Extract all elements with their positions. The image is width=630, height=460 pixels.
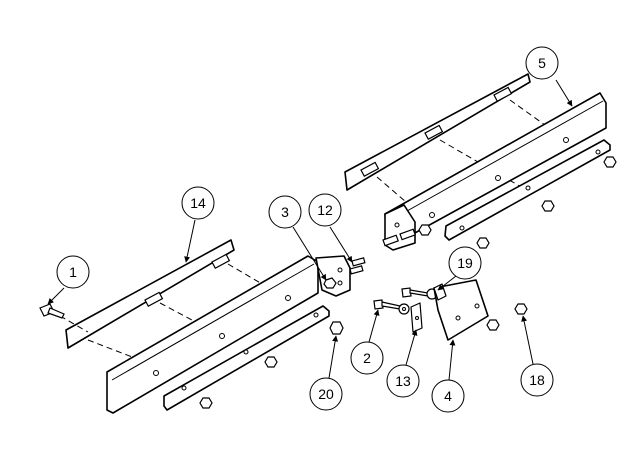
callout-20-label: 20 [318, 386, 334, 402]
callout-1-label: 1 [69, 264, 77, 280]
callout-4: 4 [431, 339, 465, 413]
callout-19-label: 19 [457, 255, 473, 271]
bolt-2 [373, 299, 401, 310]
callout-13-label: 13 [395, 373, 411, 389]
callout-12-label: 12 [317, 202, 333, 218]
center-parts [373, 279, 528, 341]
callout-12: 12 [308, 193, 353, 263]
nut-18 [514, 303, 528, 315]
callout-bubbles: 5 14 1 3 12 19 [47, 46, 573, 413]
bolt-19 [401, 287, 429, 298]
callout-5-label: 5 [538, 55, 546, 71]
callout-14-label: 14 [190, 195, 206, 211]
callout-18-label: 18 [529, 372, 545, 388]
upper-nut-3 [476, 237, 490, 249]
bracket-3 [315, 255, 351, 297]
lower-main-channel [106, 255, 319, 414]
callout-2: 2 [350, 309, 384, 375]
callout-5: 5 [525, 46, 573, 107]
callout-13: 13 [386, 329, 420, 398]
callout-3: 3 [268, 195, 327, 281]
lower-strap [163, 305, 330, 411]
upper-nut-1 [603, 156, 617, 168]
upper-nut-2 [541, 200, 555, 212]
callout-14: 14 [181, 186, 215, 263]
lower-nut-b [199, 397, 213, 409]
upper-plate-bolts [360, 86, 513, 177]
callout-19: 19 [437, 246, 482, 291]
upper-assembly [344, 73, 617, 251]
upper-nut-4 [418, 224, 432, 236]
callout-3-label: 3 [281, 204, 289, 220]
callout-1: 1 [47, 255, 90, 305]
plate-4 [433, 279, 489, 341]
nut-plate-4 [486, 319, 500, 331]
callout-4-label: 4 [444, 388, 452, 404]
lower-nut-a [264, 356, 278, 368]
lower-plate-bolts [144, 253, 231, 307]
bolt-1 [39, 303, 65, 319]
callout-18: 18 [520, 315, 554, 397]
bolts-12 [349, 257, 366, 275]
lower-nut-20 [329, 321, 344, 335]
lower-back-plate [65, 239, 235, 349]
lower-assembly [39, 239, 366, 414]
callout-20: 20 [309, 335, 343, 411]
callout-2-label: 2 [363, 350, 371, 366]
